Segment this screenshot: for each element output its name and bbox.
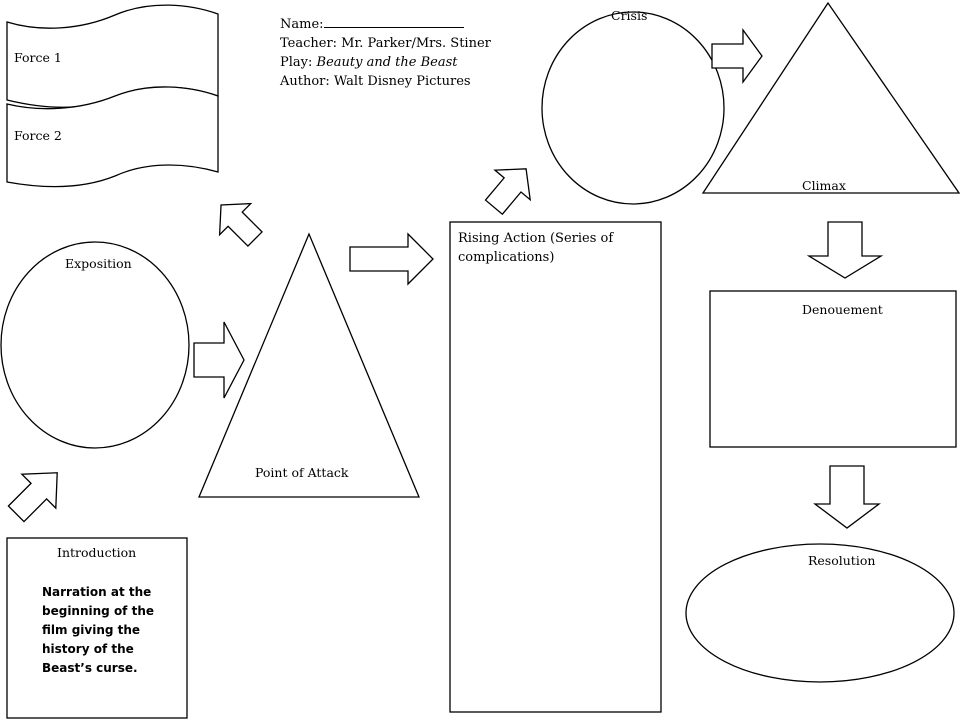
play-label: Play: <box>280 55 317 70</box>
denouement-box <box>709 290 957 448</box>
author-line: Author: Walt Disney Pictures <box>280 74 471 89</box>
introduction-label: Introduction <box>57 545 137 560</box>
arrow-crisis-to-climax <box>711 28 763 84</box>
climax-label: Climax <box>802 178 846 193</box>
name-label: Name: <box>280 17 324 32</box>
point-of-attack-label: Point of Attack <box>255 465 349 480</box>
name-line: Name: <box>280 14 491 34</box>
arrow-exposition-to-attack <box>193 321 245 399</box>
introduction-text: Narration at the beginning of the film g… <box>42 585 155 675</box>
crisis-circle <box>541 11 725 205</box>
force1-label: Force 1 <box>14 50 62 65</box>
name-blank <box>323 14 464 28</box>
exposition-circle <box>0 241 190 449</box>
point-of-attack-triangle <box>198 232 420 498</box>
arrow-denouement-to-resolution <box>813 465 881 529</box>
force2-banner <box>6 86 219 188</box>
climax-triangle <box>701 1 960 194</box>
play-line: Play: Beauty and the Beast <box>280 53 491 72</box>
denouement-label: Denouement <box>802 302 883 317</box>
rising-action-box <box>449 221 662 713</box>
teacher-line: Teacher: Mr. Parker/Mrs. Stiner <box>280 36 491 51</box>
worksheet-header: Name: Teacher: Mr. Parker/Mrs. Stiner Pl… <box>280 14 491 91</box>
resolution-ellipse <box>685 543 955 683</box>
rising-action-label: Rising Action (Series of complications) <box>458 231 614 265</box>
force2-label: Force 2 <box>14 128 62 143</box>
arrow-attack-to-rising <box>349 232 434 286</box>
resolution-label: Resolution <box>808 553 876 568</box>
crisis-label: Crisis <box>611 8 648 23</box>
arrow-intro-to-exposition <box>7 472 58 523</box>
play-title: Beauty and the Beast <box>316 55 458 70</box>
introduction-box <box>6 537 188 719</box>
exposition-label: Exposition <box>65 256 132 271</box>
arrow-climax-to-denouement <box>806 221 884 279</box>
arrow-to-forces <box>218 202 263 247</box>
arrow-rising-to-crisis <box>484 168 532 216</box>
